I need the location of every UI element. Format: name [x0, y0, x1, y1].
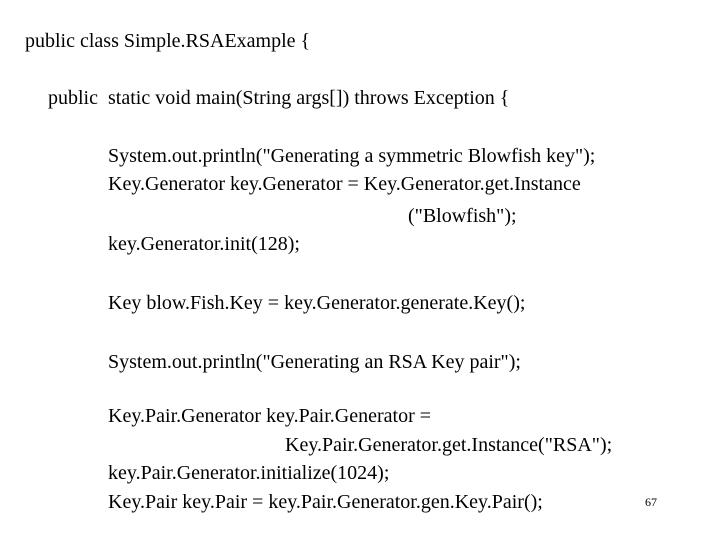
code-line-keygenerator-init: key.Generator.init(128);	[108, 233, 300, 255]
code-line-keypairgenerator-getinstance-rsa: Key.Pair.Generator.get.Instance("RSA");	[285, 434, 613, 456]
code-line-println-rsa-pair: System.out.println("Generating an RSA Ke…	[108, 351, 521, 373]
page-number: 67	[645, 495, 657, 509]
code-line-keygenerator-getinstance: Key.Generator key.Generator = Key.Genera…	[108, 173, 581, 195]
code-line-blowfish-argument: ("Blowfish");	[408, 205, 517, 227]
code-line-println-blowfish: System.out.println("Generating a symmetr…	[108, 145, 596, 167]
code-line-main-signature: public static void main(String args[]) t…	[48, 87, 510, 109]
code-line-class-declaration: public class Simple.RSAExample {	[25, 30, 311, 52]
code-line-generate-key: Key blow.Fish.Key = key.Generator.genera…	[108, 292, 526, 314]
code-line-keypairgenerator-declaration: Key.Pair.Generator key.Pair.Generator =	[108, 405, 432, 427]
code-line-keypairgenerator-initialize: key.Pair.Generator.initialize(1024);	[108, 462, 390, 484]
code-line-gen-key-pair: Key.Pair key.Pair = key.Pair.Generator.g…	[108, 491, 543, 513]
